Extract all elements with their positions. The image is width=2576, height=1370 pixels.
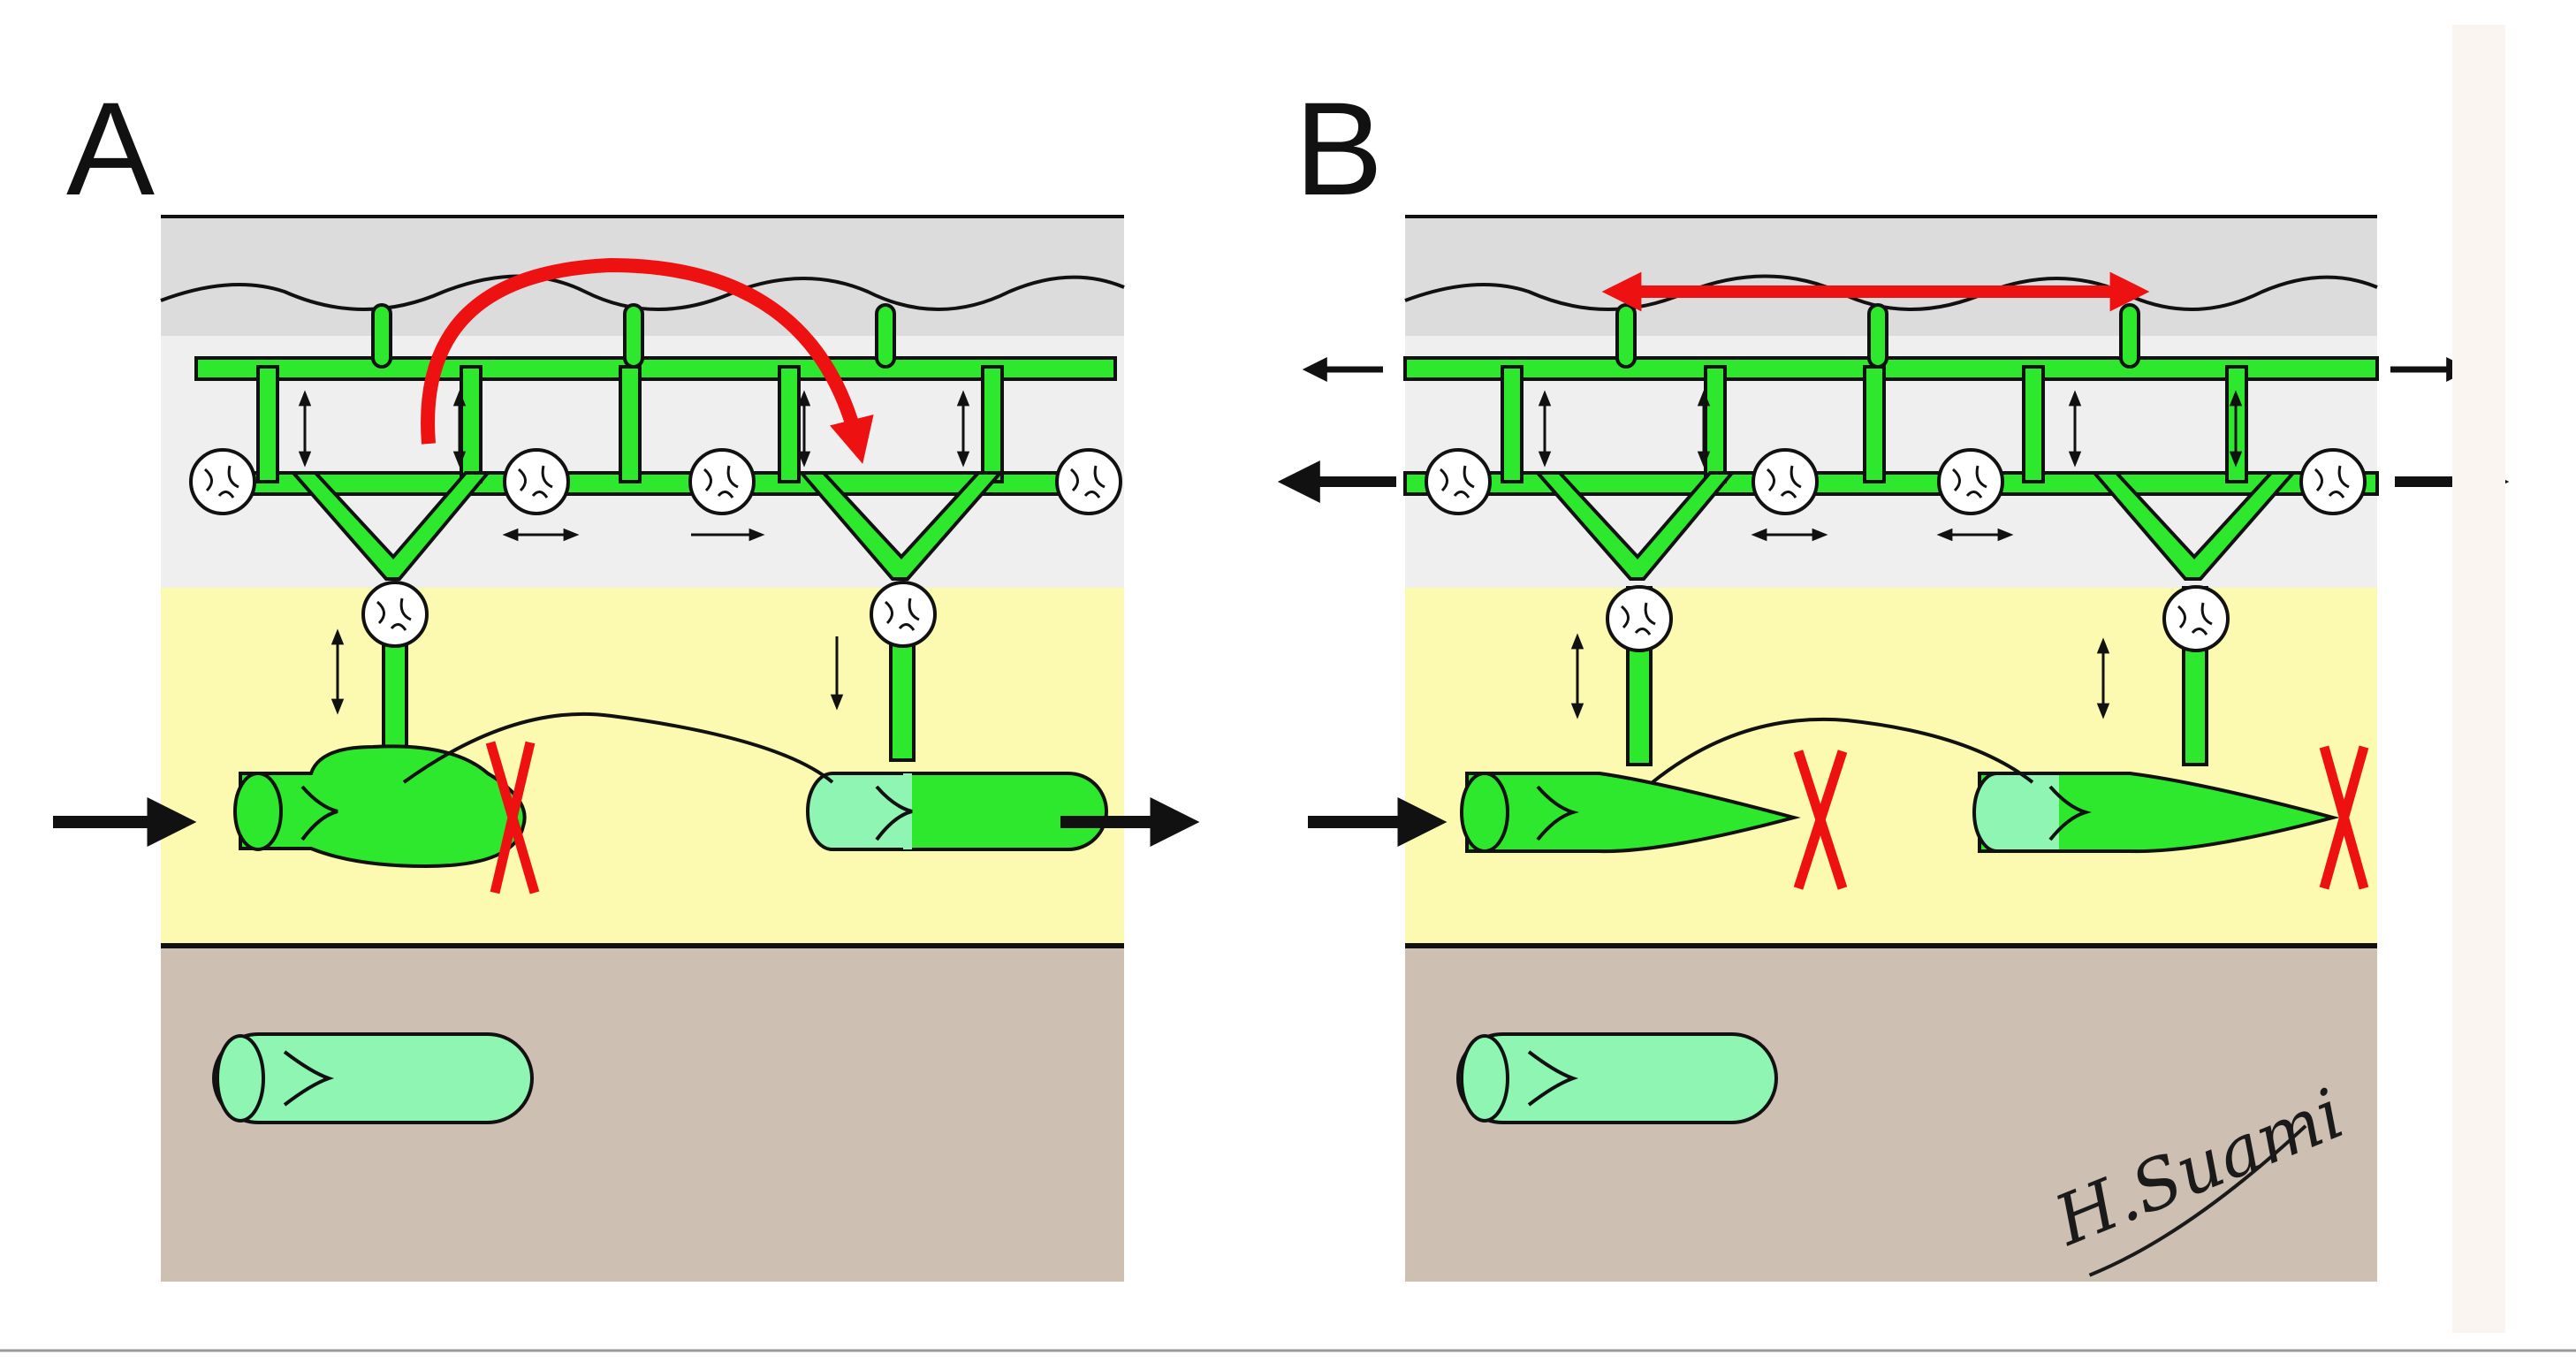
panel-b-label: B	[1295, 74, 1383, 223]
panel-a-diagram	[161, 217, 1124, 1282]
blocked-x-icon	[1793, 750, 1848, 890]
panel-b: B H.Suami	[1277, 74, 2510, 1282]
panel-a-label: A	[66, 74, 155, 223]
blocked-x-icon	[2319, 745, 2369, 890]
panel-a: A	[53, 74, 1200, 1282]
blocked-x-icon	[485, 741, 540, 894]
backflow-curved-arrow-icon	[421, 257, 874, 464]
page-edge-shade	[2452, 25, 2505, 1333]
